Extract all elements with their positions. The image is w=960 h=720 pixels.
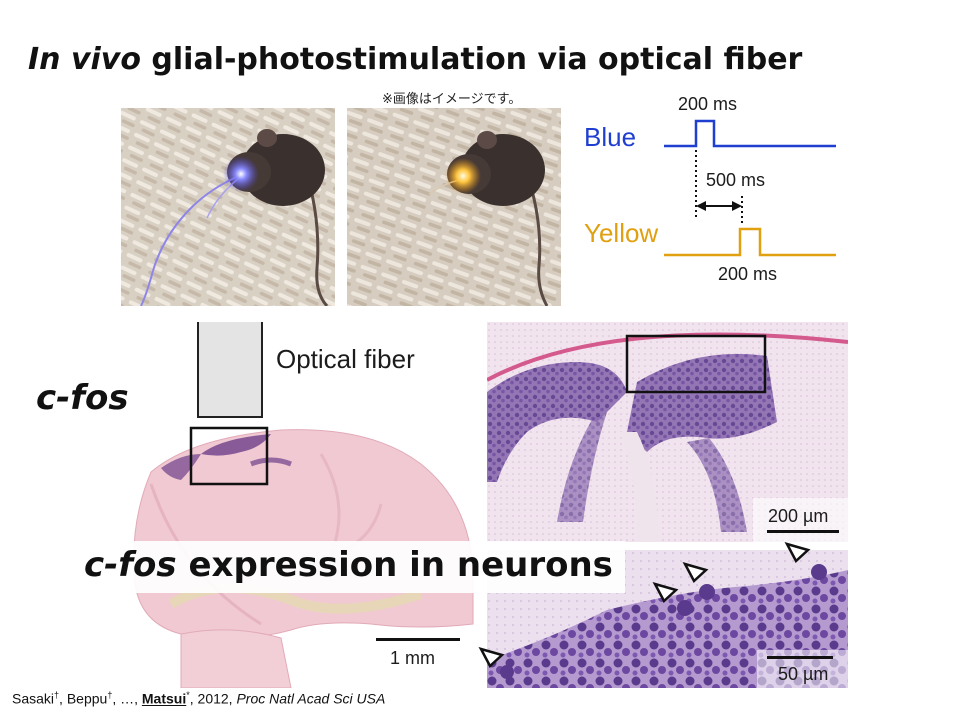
brain-zoom-box xyxy=(189,426,269,486)
blue-pulse-trace xyxy=(664,119,836,148)
open-triangle-arrowhead-icon xyxy=(478,645,506,673)
yellow-pulse-trace xyxy=(664,227,836,257)
histology-zoom-high xyxy=(487,550,848,688)
ref-author-2: , Beppu xyxy=(59,690,108,707)
scale-bar-medium xyxy=(767,530,839,533)
optical-fiber-label: Optical fiber xyxy=(276,344,415,374)
open-triangle-arrowhead-icon xyxy=(784,540,812,568)
scale-bar-high-label: 50 µm xyxy=(778,664,829,684)
timing-diagram: 200 ms Blue 500 ms Yellow 200 ms xyxy=(578,88,848,298)
ref-author-3: Matsui xyxy=(141,690,187,707)
interval-label: 500 ms xyxy=(706,170,765,190)
caption-rest: expression in neurons xyxy=(176,545,613,585)
ref-author-1: Sasaki xyxy=(12,690,55,707)
optical-fiber-graphic xyxy=(197,322,263,418)
ref-ellipsis: , …, xyxy=(112,690,142,707)
medium-zoom-box xyxy=(625,334,767,394)
slide-title: In vivo glial-photostimulation via optic… xyxy=(28,42,802,77)
ref-author-3-mark: * xyxy=(186,690,190,700)
yellow-duration-label: 200 ms xyxy=(718,264,777,284)
reference-citation: Sasaki†, Beppu†, …, Matsui*, 2012, Proc … xyxy=(12,690,385,707)
title-rest: glial-photostimulation via optical fiber xyxy=(140,42,803,77)
open-triangle-arrowhead-icon xyxy=(652,580,680,608)
histology-zoom-medium xyxy=(486,322,849,542)
mouse-photo-yellow xyxy=(347,108,561,306)
caption-italic: c-fos xyxy=(84,545,177,585)
open-triangle-arrowhead-icon xyxy=(682,560,710,588)
ref-author-1-mark: † xyxy=(54,690,60,700)
ref-year: , 2012, xyxy=(189,690,237,707)
cfos-caption: c-fos expression in neurons xyxy=(76,541,625,593)
image-note: ※画像はイメージです。 xyxy=(382,92,522,107)
ref-author-2-mark: † xyxy=(107,690,113,700)
cfos-side-label: c-fos xyxy=(36,378,129,418)
blue-duration-label: 200 ms xyxy=(678,94,737,114)
blue-label: Blue xyxy=(584,122,636,152)
scale-bar-high xyxy=(767,656,833,659)
scale-bar-medium-label: 200 µm xyxy=(768,506,829,526)
title-italic: In vivo xyxy=(28,42,141,77)
scale-bar-brain xyxy=(376,638,460,641)
mouse-photo-blue xyxy=(121,108,335,306)
scale-bar-brain-label: 1 mm xyxy=(390,648,435,668)
ref-journal: Proc Natl Acad Sci USA xyxy=(236,690,386,707)
yellow-label: Yellow xyxy=(584,218,658,248)
